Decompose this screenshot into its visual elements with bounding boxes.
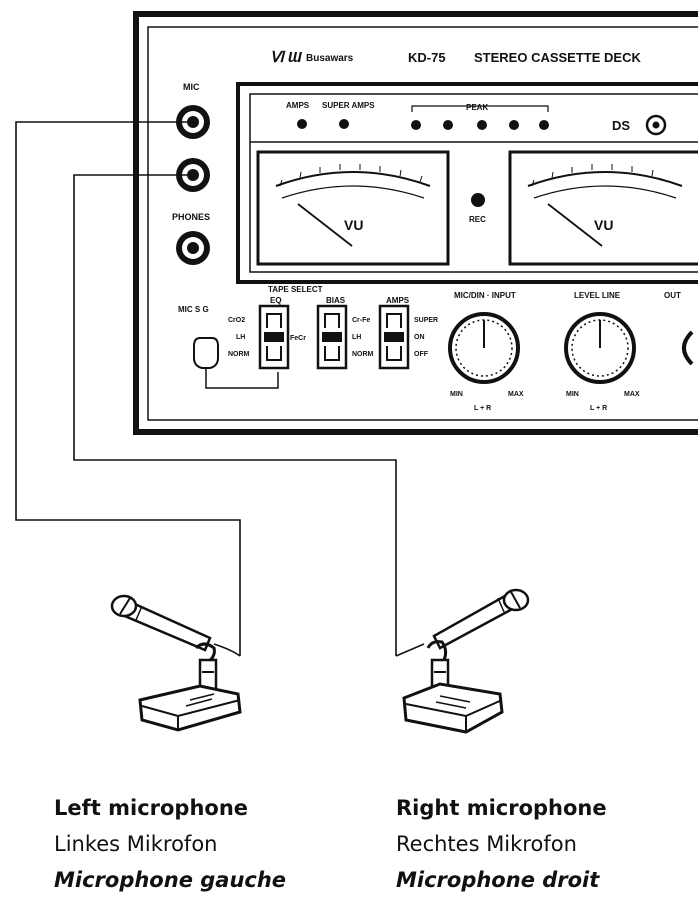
peak-bracket — [411, 105, 549, 112]
knob2-lr: L + R — [590, 405, 607, 412]
peak-led-4 — [509, 120, 519, 130]
right-microphone — [395, 588, 530, 734]
vu-label-right: VU — [594, 217, 613, 233]
knob1-max: MAX — [508, 391, 524, 398]
deck-inner-outline — [147, 26, 698, 421]
amps-pos-super: SUPER — [414, 317, 438, 324]
deck-title: STEREO CASSETTE DECK — [474, 50, 641, 65]
left-mic-cable — [15, 121, 241, 656]
deck-outline — [133, 11, 698, 435]
bias-pos-norm: NORM — [352, 351, 374, 358]
bias-switch[interactable] — [316, 304, 348, 370]
knob1-lr: L + R — [474, 405, 491, 412]
left-caption-english: Left microphone — [54, 796, 249, 820]
rec-indicator — [471, 193, 485, 207]
tape-pos-lh: LH — [236, 334, 245, 341]
amps-switch-label: AMPS — [386, 296, 410, 305]
vu-meter-right: VU — [508, 150, 698, 266]
dolby-label: DS — [612, 118, 630, 133]
right-caption-german: Rechtes Mikrofon — [396, 832, 577, 856]
bias-label: BIAS — [326, 296, 346, 305]
phones-label: PHONES — [172, 212, 210, 222]
rec-label: REC — [469, 215, 486, 224]
meter-window: AMPS SUPER AMPS PEAK DS — [236, 82, 698, 284]
mic-select-label: MIC S G — [178, 305, 209, 314]
bias-pos-crfe: Cr-Fe — [352, 317, 370, 324]
brand-logo: Ⅵ Ɯ — [270, 49, 302, 66]
mic-label: MIC — [183, 82, 200, 92]
peak-led-2 — [443, 120, 453, 130]
knob2-max: MAX — [624, 391, 640, 398]
peak-label: PEAK — [466, 103, 488, 112]
right-mic-clip — [426, 640, 448, 661]
bias-pos-lh: LH — [352, 334, 361, 341]
vu-label-left: VU — [344, 217, 363, 233]
eq-switch[interactable] — [258, 304, 290, 370]
right-mic-cable — [73, 174, 397, 656]
left-microphone — [110, 594, 242, 732]
mic-select-switch[interactable] — [193, 337, 219, 369]
lamp-label-amps: AMPS — [286, 101, 310, 110]
peak-led-3 — [477, 120, 487, 130]
lamp-super-amps — [339, 119, 349, 129]
right-caption-english: Right microphone — [396, 796, 607, 820]
left-mic-clip — [194, 642, 216, 664]
peak-led-1 — [411, 120, 421, 130]
left-mic-base — [138, 684, 242, 732]
knob2-min: MIN — [566, 391, 579, 398]
brand-name: Busawars — [306, 53, 354, 64]
right-mic-base — [402, 682, 504, 734]
amps-pos-on: ON — [414, 334, 425, 341]
out-knob-edge — [682, 330, 694, 366]
switch-link-wire — [205, 368, 279, 389]
tape-pos-cro2: CrO2 — [228, 317, 245, 324]
line-level-knob[interactable] — [564, 312, 636, 384]
out-label: OUT — [664, 291, 681, 300]
knob1-label: MIC/DIN · INPUT — [454, 291, 516, 300]
right-microphone-caption: Right microphone Rechtes Mikrofon Microp… — [396, 790, 696, 898]
lamp-amps — [297, 119, 307, 129]
model-number: KD-75 — [408, 50, 446, 65]
right-caption-french: Microphone droit — [396, 868, 600, 892]
peak-led-5 — [539, 120, 549, 130]
left-caption-french: Microphone gauche — [54, 868, 287, 892]
dolby-icon — [645, 114, 667, 136]
phones-jack[interactable] — [176, 231, 210, 265]
knob1-min: MIN — [450, 391, 463, 398]
left-caption-german: Linkes Mikrofon — [54, 832, 218, 856]
amps-pos-off: OFF — [414, 351, 429, 358]
cassette-deck: Ⅵ Ɯ Busawars KD-75 STEREO CASSETTE DECK … — [133, 11, 698, 435]
tape-select-label: TAPE SELECT — [268, 285, 323, 294]
mic-input-level-knob[interactable] — [448, 312, 520, 384]
eq-label: EQ — [270, 296, 282, 305]
left-microphone-caption: Left microphone Linkes Mikrofon Micropho… — [54, 790, 354, 898]
tape-pos-norm: NORM — [228, 351, 250, 358]
vu-meter-left: VU — [256, 150, 450, 266]
knob2-label: LEVEL LINE — [574, 291, 621, 300]
tape-pos-fecr: FeCr — [290, 335, 306, 342]
amps-switch[interactable] — [378, 304, 410, 370]
lamp-label-super-amps: SUPER AMPS — [322, 101, 375, 110]
